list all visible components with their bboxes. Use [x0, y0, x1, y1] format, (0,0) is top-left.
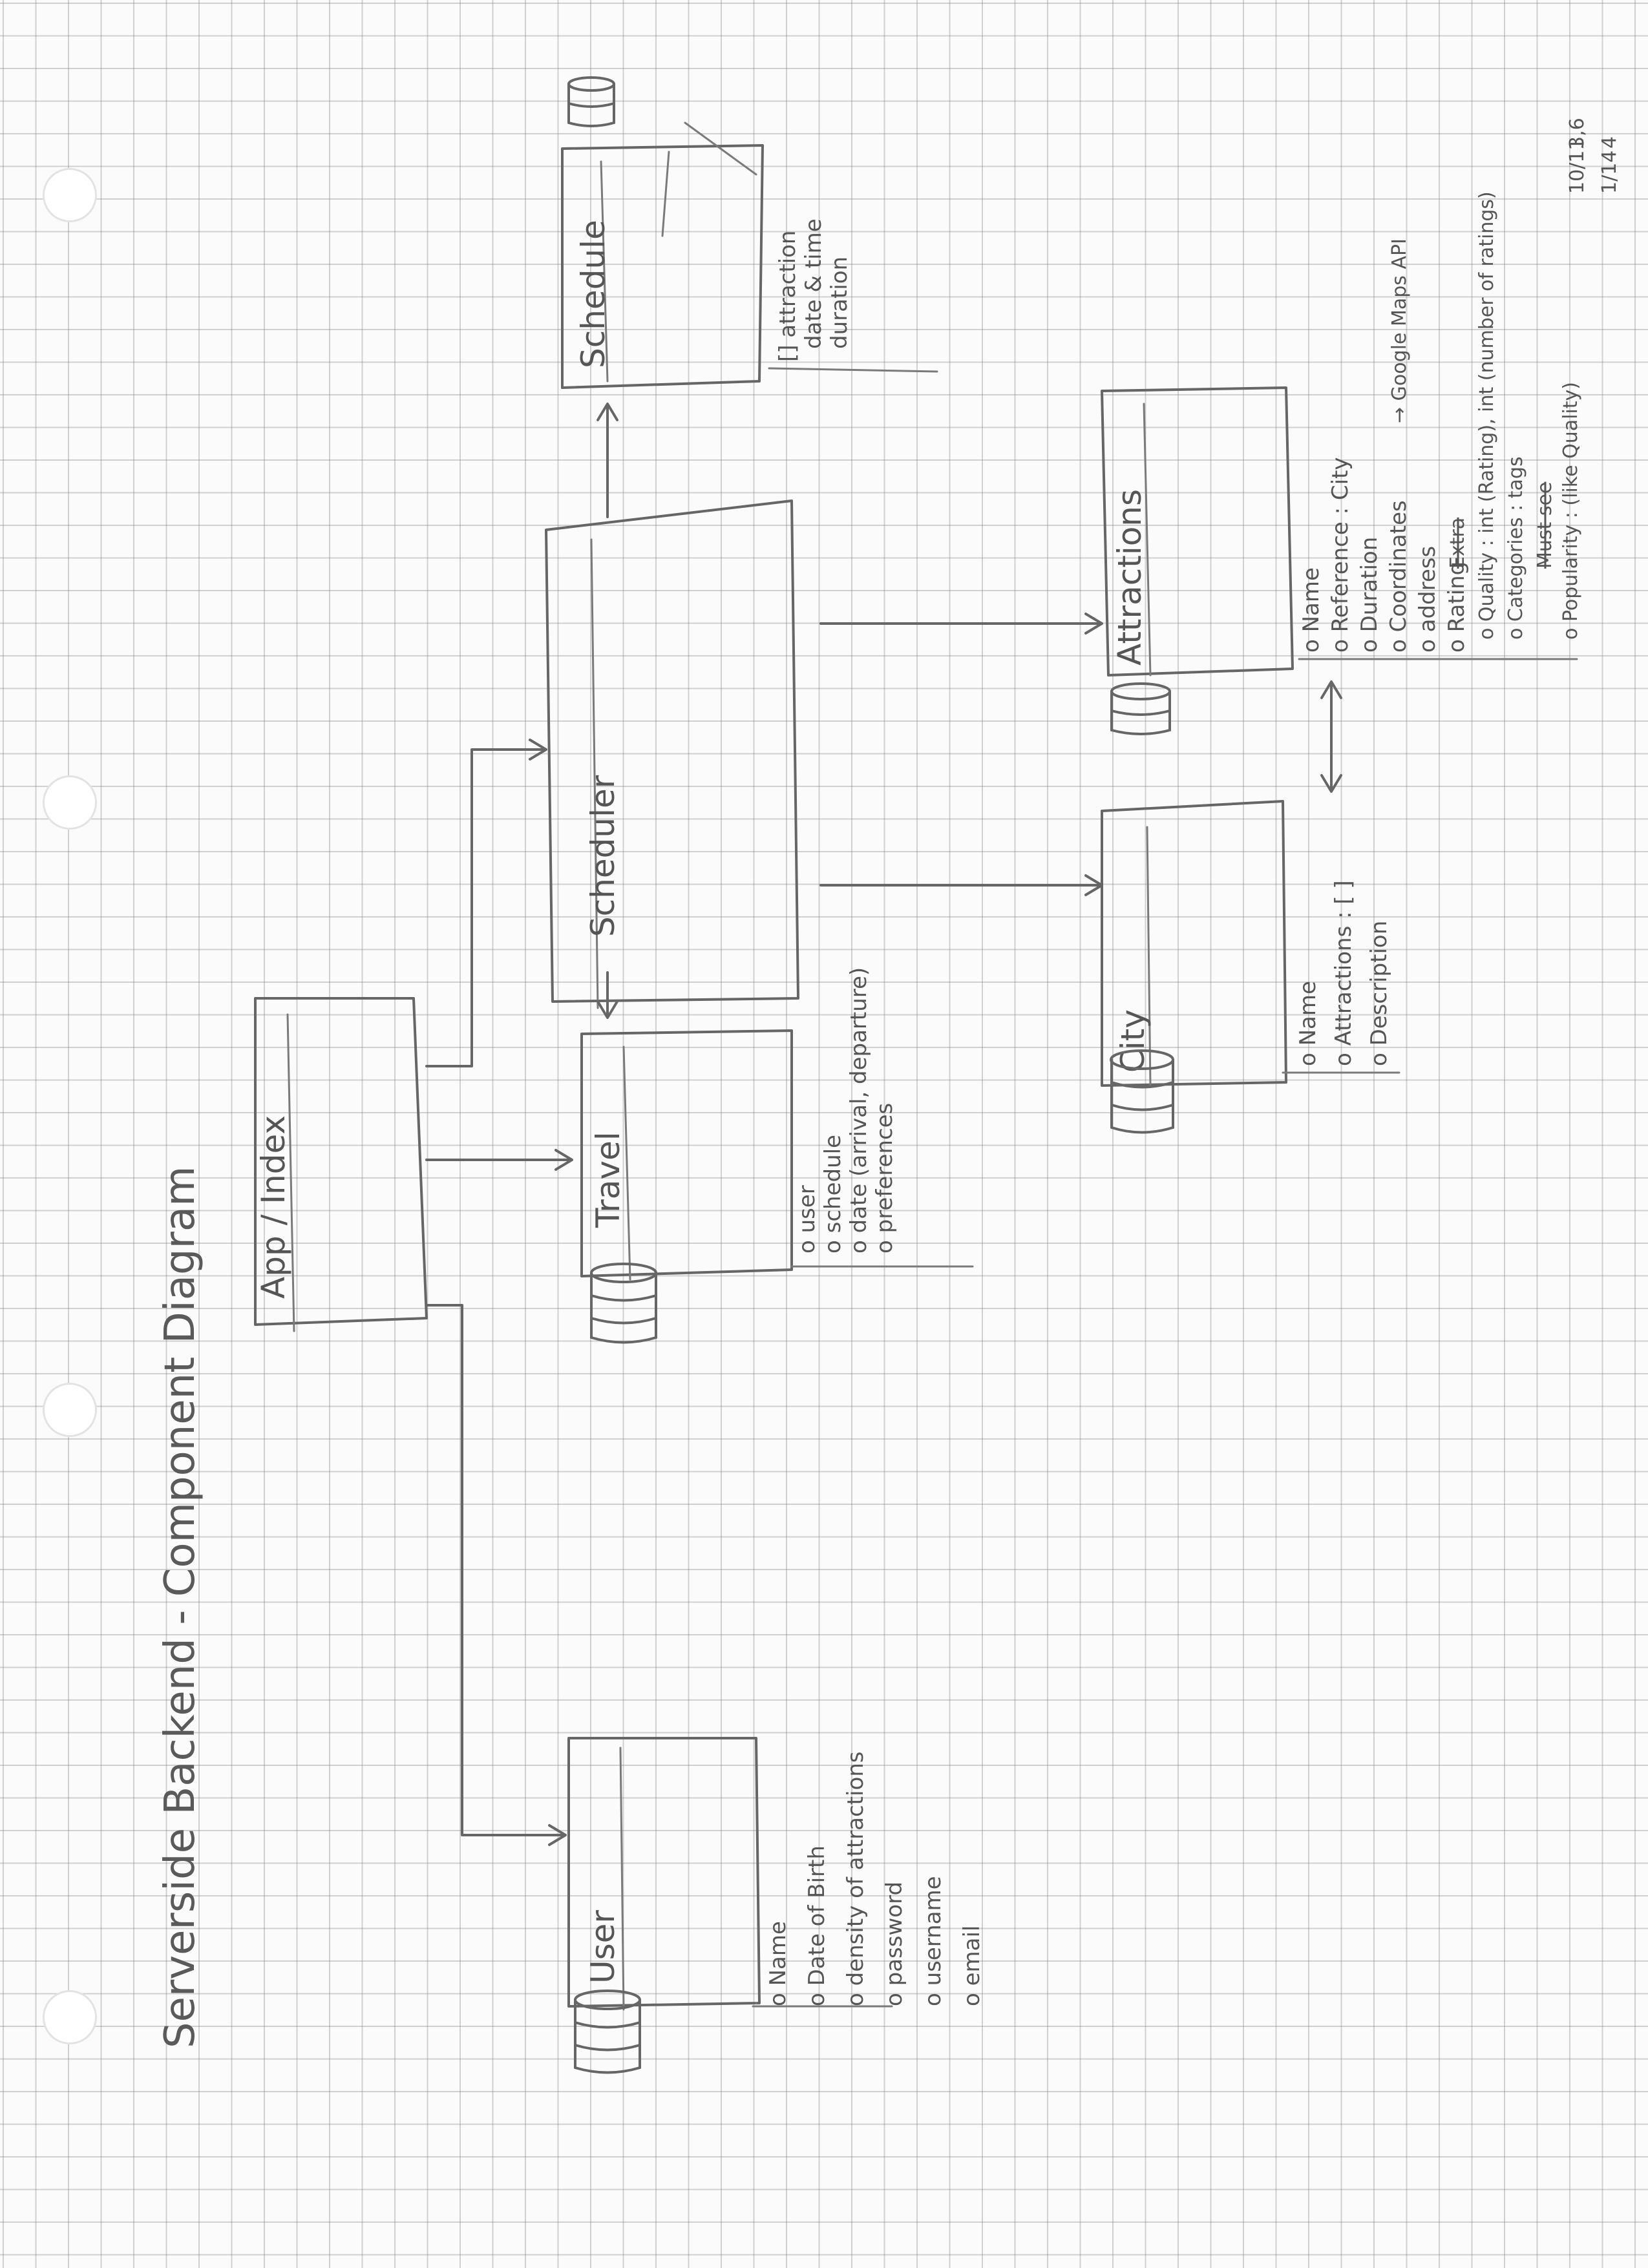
attractions-attributes: o Name o Reference : City o Duration o C…	[1298, 191, 1582, 660]
fraction-2: 1/14	[1598, 151, 1621, 194]
city-attr-3: o Description	[1366, 921, 1392, 1066]
binder-hole-1	[43, 168, 97, 222]
travel-attr-3: o date (arrival, departure)	[846, 967, 872, 1254]
user-attr-6: o email	[959, 1926, 985, 2006]
attractions-attr-4: o Coordinates	[1386, 500, 1411, 653]
attractions-attr-2: o Reference : City	[1327, 457, 1353, 653]
attractions-attr-9: o Popularity : (like Quality)	[1559, 382, 1582, 640]
arrow-head-attractions	[1084, 613, 1103, 635]
arrow-head-schedule	[597, 403, 618, 421]
scheduler-label: Scheduler	[584, 775, 622, 937]
app-index-box: App / Index	[254, 997, 428, 1332]
user-attr-2: o Date of Birth	[804, 1845, 830, 2006]
travel-label: Travel	[589, 1131, 627, 1228]
attractions-attr-1: o Name	[1298, 567, 1324, 653]
fraction-2-result: 4	[1598, 136, 1621, 149]
attractions-attr-6: o Rating	[1444, 562, 1470, 653]
arrow-head-to-city	[1320, 774, 1342, 793]
schedule-database-icon	[567, 76, 615, 127]
arrow-head-to-attractions	[1320, 680, 1342, 699]
binder-hole-3	[43, 1383, 97, 1437]
strike-mark	[684, 121, 757, 176]
user-attr-3: o density of attractions	[843, 1751, 869, 2006]
user-attr-4: o password	[882, 1882, 907, 2006]
attractions-database-icon	[1110, 682, 1171, 735]
attractions-box: Attractions	[1101, 386, 1294, 677]
user-attributes: o Name o Date of Birth o density of attr…	[752, 1751, 985, 2008]
fraction-1-result: 3,6	[1566, 118, 1589, 149]
attractions-attr-8: o Categories : tags	[1505, 456, 1527, 640]
attractions-label: Attractions	[1111, 489, 1148, 666]
city-attr-2: o Attractions : [ ]	[1331, 880, 1357, 1066]
city-attributes: o Name o Attractions : [ ] o Description	[1282, 880, 1400, 1074]
schedule-attr-2: date & time	[801, 218, 827, 349]
rating-struck-note: Extra	[1446, 518, 1469, 569]
attractions-attr-5: o address	[1415, 546, 1441, 653]
user-attr-1: o Name	[765, 1921, 791, 2006]
travel-attr-2: o schedule	[820, 1135, 846, 1254]
schedule-attr-3: duration	[827, 257, 852, 349]
schedule-attributes: [] attraction date & time duration	[768, 218, 938, 373]
app-index-label: App / Index	[255, 1115, 292, 1299]
user-database-icon	[574, 1990, 641, 2074]
arrow-head-travel	[555, 1149, 573, 1171]
coordinates-note: → Google Maps API	[1388, 238, 1411, 423]
arrow-head-user	[548, 1824, 567, 1846]
binder-hole-4	[43, 1990, 97, 2044]
city-attr-1: o Name	[1295, 981, 1321, 1066]
user-attr-5: o username	[920, 1876, 946, 2006]
schedule-attr-1: [] attraction	[775, 231, 801, 362]
arrow-head-scheduler	[529, 739, 547, 761]
attractions-attr-7: o Quality : int (Rating), int (number of…	[1475, 191, 1498, 640]
city-database-icon	[1110, 1049, 1174, 1134]
scheduler-box: Scheduler	[545, 499, 799, 1009]
app-to-scheduler-line	[425, 748, 544, 1067]
user-label: User	[584, 1910, 622, 1984]
binder-hole-2	[43, 775, 97, 830]
diagram-title: Serverside Backend - Component Diagram	[156, 1166, 204, 2048]
city-box: City	[1101, 800, 1287, 1087]
travel-database-icon	[590, 1263, 657, 1344]
travel-attributes: o user o schedule o date (arrival, depar…	[790, 967, 974, 1268]
app-to-user-line	[425, 1304, 564, 1836]
schedule-label: Schedule	[575, 220, 612, 368]
attractions-attr-3: o Duration	[1357, 537, 1382, 653]
travel-box: Travel	[580, 1029, 793, 1281]
connectors	[425, 121, 1342, 1846]
travel-attr-1: o user	[794, 1185, 820, 1254]
arrow-head-travel-from-scheduler	[597, 1000, 618, 1019]
fraction-1: 10/11	[1566, 138, 1589, 194]
popularity-struck-note: Must see	[1534, 482, 1556, 569]
city-label: City	[1114, 1009, 1152, 1073]
user-box: User	[567, 1737, 761, 2011]
arrow-head-city	[1084, 874, 1103, 896]
schedule-box: Schedule	[561, 144, 764, 389]
travel-attr-4: o preferences	[872, 1103, 898, 1254]
margin-notes: 10/11 3,6 1/14 4	[1566, 118, 1621, 194]
